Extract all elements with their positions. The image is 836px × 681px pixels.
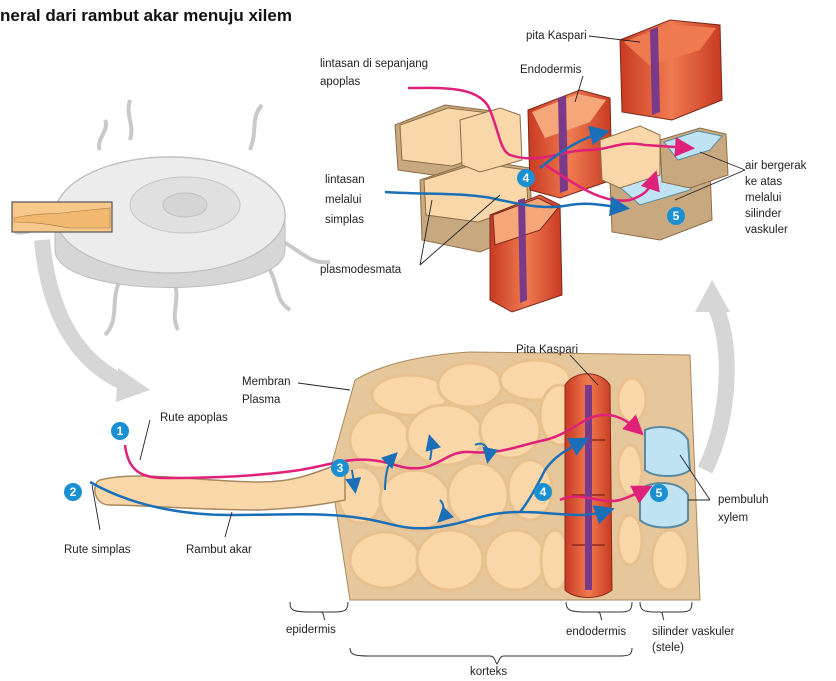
- label-endodermis-bottom: endodermis: [566, 624, 626, 640]
- svg-text:5: 5: [656, 486, 663, 500]
- label-epidermis: epidermis: [286, 622, 336, 638]
- label-endodermis-top: Endodermis: [520, 62, 581, 78]
- label-membran-plasma-1: Membran: [242, 374, 291, 390]
- label-silinder-vaskuler-2: (stele): [652, 640, 684, 656]
- label-pita-kaspari-top: pita Kaspari: [526, 28, 587, 44]
- label-lintasan-simplas-1: lintasan: [325, 172, 365, 188]
- step-badge-4-bottom: 4: [534, 483, 552, 501]
- label-korteks: korteks: [470, 664, 507, 680]
- gray-arrow-up: [705, 300, 727, 470]
- svg-text:4: 4: [523, 171, 530, 185]
- step-badge-4-top: 4: [517, 169, 535, 187]
- label-plasmodesmata: plasmodesmata: [320, 262, 401, 278]
- gray-arrow-up-head: [695, 280, 730, 312]
- gray-arrow-down-head: [116, 368, 150, 402]
- label-air-bergerak-4: silinder: [745, 206, 781, 222]
- svg-text:3: 3: [337, 461, 344, 475]
- label-air-bergerak-5: vaskuler: [745, 222, 788, 238]
- label-pita-kaspari-bottom: Pita Kaspari: [516, 342, 578, 358]
- label-air-bergerak-2: ke atas: [745, 174, 782, 190]
- step-badge-5-bottom: 5: [650, 484, 668, 502]
- label-rute-simplas: Rute simplas: [64, 542, 130, 558]
- svg-text:4: 4: [540, 485, 547, 499]
- label-rute-apoplas: Rute apoplas: [160, 410, 228, 426]
- label-lintasan-apoplas-1: lintasan di sepanjang: [320, 56, 428, 72]
- label-lintasan-simplas-2: melalui: [325, 192, 361, 208]
- label-pembuluh-xylem-1: pembuluh: [718, 492, 769, 508]
- label-rambut-akar: Rambut akar: [186, 542, 252, 558]
- label-lintasan-simplas-3: simplas: [325, 212, 364, 228]
- label-air-bergerak-3: melalui: [745, 190, 781, 206]
- label-air-bergerak-1: air bergerak: [745, 158, 806, 174]
- step-badge-5-top: 5: [667, 207, 685, 225]
- label-lintasan-apoplas-2: apoplas: [320, 74, 360, 90]
- svg-text:5: 5: [673, 209, 680, 223]
- svg-text:1: 1: [117, 424, 124, 438]
- step-badge-2: 2: [64, 483, 82, 501]
- label-membran-plasma-2: Plasma: [242, 392, 280, 408]
- braces: [290, 602, 692, 664]
- step-badge-1: 1: [111, 422, 129, 440]
- label-pembuluh-xylem-2: xylem: [718, 510, 748, 526]
- svg-text:2: 2: [70, 485, 77, 499]
- label-silinder-vaskuler-1: silinder vaskuler: [652, 624, 734, 640]
- step-badge-3: 3: [331, 459, 349, 477]
